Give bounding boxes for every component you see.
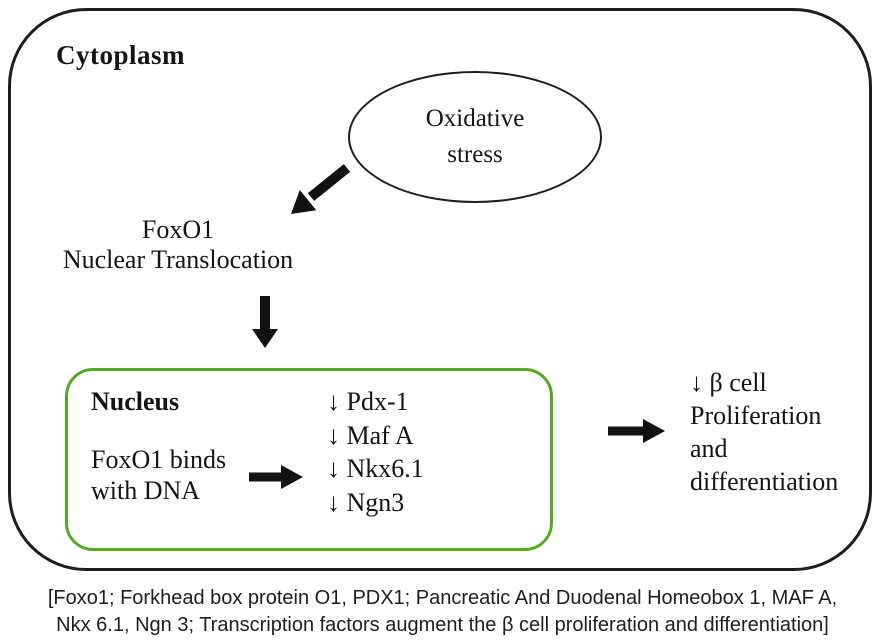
nucleus-box bbox=[65, 368, 553, 551]
binds-line2: with DNA bbox=[91, 476, 201, 505]
binds-line1: FoxO1 binds bbox=[91, 445, 227, 474]
caption-line1: [Foxo1; Forkhead box protein O1, PDX1; P… bbox=[47, 587, 838, 609]
cytoplasm-boundary bbox=[8, 8, 872, 571]
oxidative-stress-line2: stress bbox=[447, 141, 503, 168]
outcome-line2: Proliferation bbox=[690, 401, 822, 430]
oxidative-stress-line1: Oxidative bbox=[425, 105, 525, 132]
translocation-line2: Nuclear Translocation bbox=[62, 245, 294, 274]
nucleus-label: Nucleus bbox=[91, 387, 180, 416]
foxo1-binds-label: FoxO1 binds with DNA bbox=[91, 444, 226, 506]
target-item: ↓ Ngn3 bbox=[327, 487, 405, 517]
target-item: ↓ Pdx-1 bbox=[327, 387, 409, 416]
nuclear-translocation-label: FoxO1 Nuclear Translocation bbox=[28, 215, 328, 275]
target-item: ↓ Nkx6.1 bbox=[327, 454, 424, 483]
outcome-label: ↓ β cell Proliferation and differentiati… bbox=[690, 366, 870, 498]
oxidative-stress-ellipse: Oxidative stress bbox=[348, 71, 602, 203]
target-item: ↓ Maf A bbox=[327, 420, 414, 450]
outcome-line1: ↓ β cell bbox=[690, 368, 767, 397]
cytoplasm-label: Cytoplasm bbox=[56, 40, 186, 70]
translocation-line1: FoxO1 bbox=[141, 215, 215, 244]
outcome-line3: and bbox=[690, 434, 728, 463]
figure-caption: [Foxo1; Forkhead box protein O1, PDX1; P… bbox=[0, 585, 885, 639]
caption-line2: Nkx 6.1, Ngn 3; Transcription factors au… bbox=[56, 614, 829, 636]
downregulated-targets-list: ↓ Pdx-1 ↓ Maf A ↓ Nkx6.1 ↓ Ngn3 bbox=[327, 385, 424, 519]
outcome-line4: differentiation bbox=[690, 467, 839, 496]
